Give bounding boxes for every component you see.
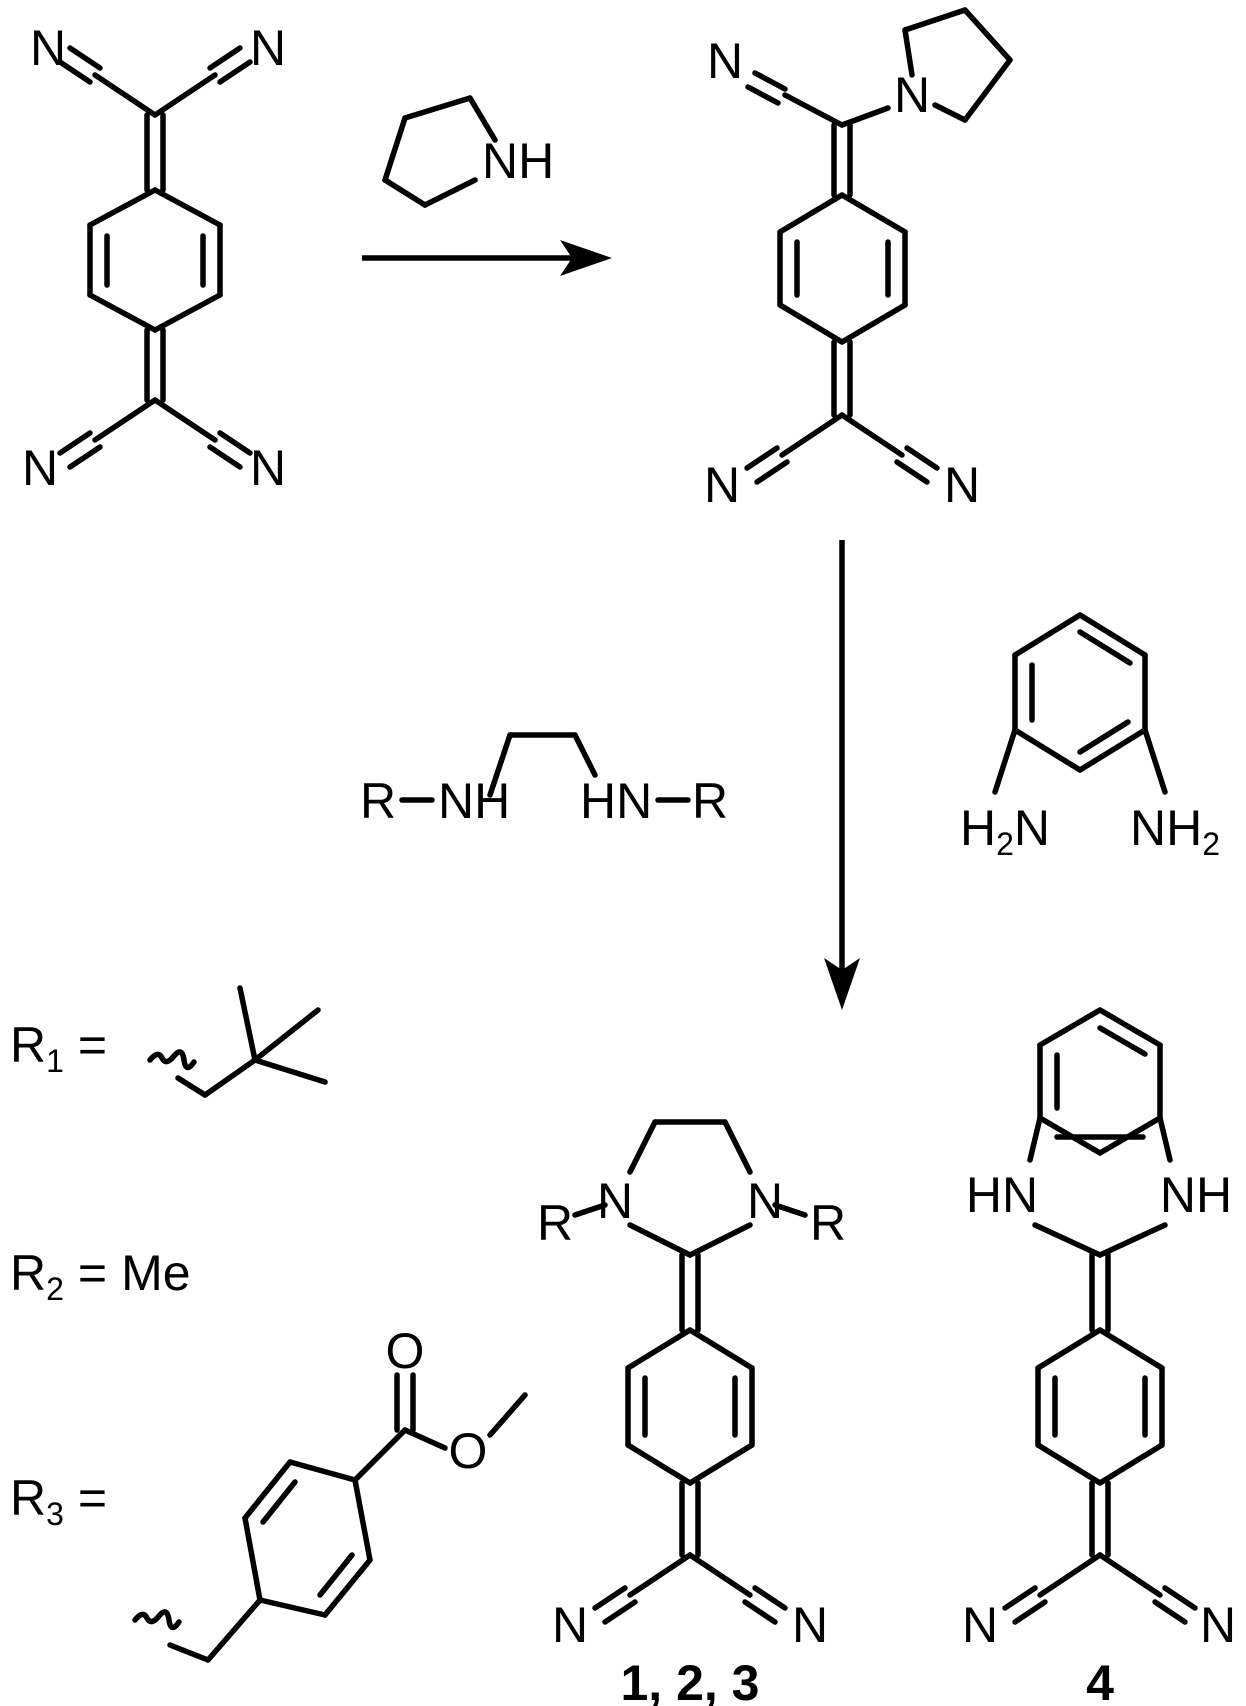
product-4: HN NH N N 4 — [962, 1007, 1236, 1706]
atom-h2n: H2N — [960, 800, 1050, 862]
atom-n: N — [1200, 1597, 1236, 1653]
intermediate-structure: N N N N — [704, 7, 1013, 513]
atom-n: N — [704, 457, 740, 513]
atom-r: R — [692, 773, 728, 829]
r1-label: R1= — [10, 1017, 107, 1079]
atom-n: N — [894, 67, 930, 123]
atom-n: N — [944, 457, 980, 513]
product-1-2-3: N N R R N N 1, 2, 3 — [537, 1119, 846, 1706]
atom-nh: NH — [438, 773, 510, 829]
atom-n: N — [792, 1597, 828, 1653]
r2-label: R2=Me — [10, 1245, 191, 1307]
diamine-reagent: R NH HN R — [360, 732, 728, 829]
atom-n: N — [30, 20, 66, 76]
atom-n: N — [22, 440, 58, 496]
atom-nh: NH — [1160, 1167, 1232, 1223]
atom-hn: HN — [580, 773, 652, 829]
atom-nh: NH — [482, 133, 554, 189]
atom-n: N — [250, 20, 286, 76]
tcnq-structure: N N N N — [22, 20, 286, 496]
atom-hn: HN — [966, 1167, 1038, 1223]
compound-label-4: 4 — [1086, 1655, 1114, 1706]
atom-o: O — [386, 1323, 425, 1379]
atom-n: N — [597, 1173, 633, 1229]
atom-n: N — [747, 1173, 783, 1229]
reaction-arrow — [362, 240, 612, 276]
atom-n: N — [552, 1597, 588, 1653]
atom-nh2: NH2 — [1130, 800, 1220, 862]
atom-r: R — [537, 1195, 573, 1251]
atom-n: N — [962, 1597, 998, 1653]
pyrrolidine-reagent: NH — [382, 95, 554, 208]
atom-n: N — [250, 440, 286, 496]
atom-r: R — [360, 773, 396, 829]
r-group-definitions: R1= R2=Me R3= O O — [10, 985, 528, 1663]
atom-n: N — [707, 33, 743, 89]
atom-o: O — [449, 1423, 488, 1479]
atom-r: R — [810, 1195, 846, 1251]
r3-label: R3= — [10, 1470, 107, 1532]
compound-label-1-2-3: 1, 2, 3 — [621, 1655, 760, 1706]
reaction-arrow — [824, 540, 860, 1010]
phenylenediamine-reagent: H2N NH2 — [960, 612, 1220, 862]
